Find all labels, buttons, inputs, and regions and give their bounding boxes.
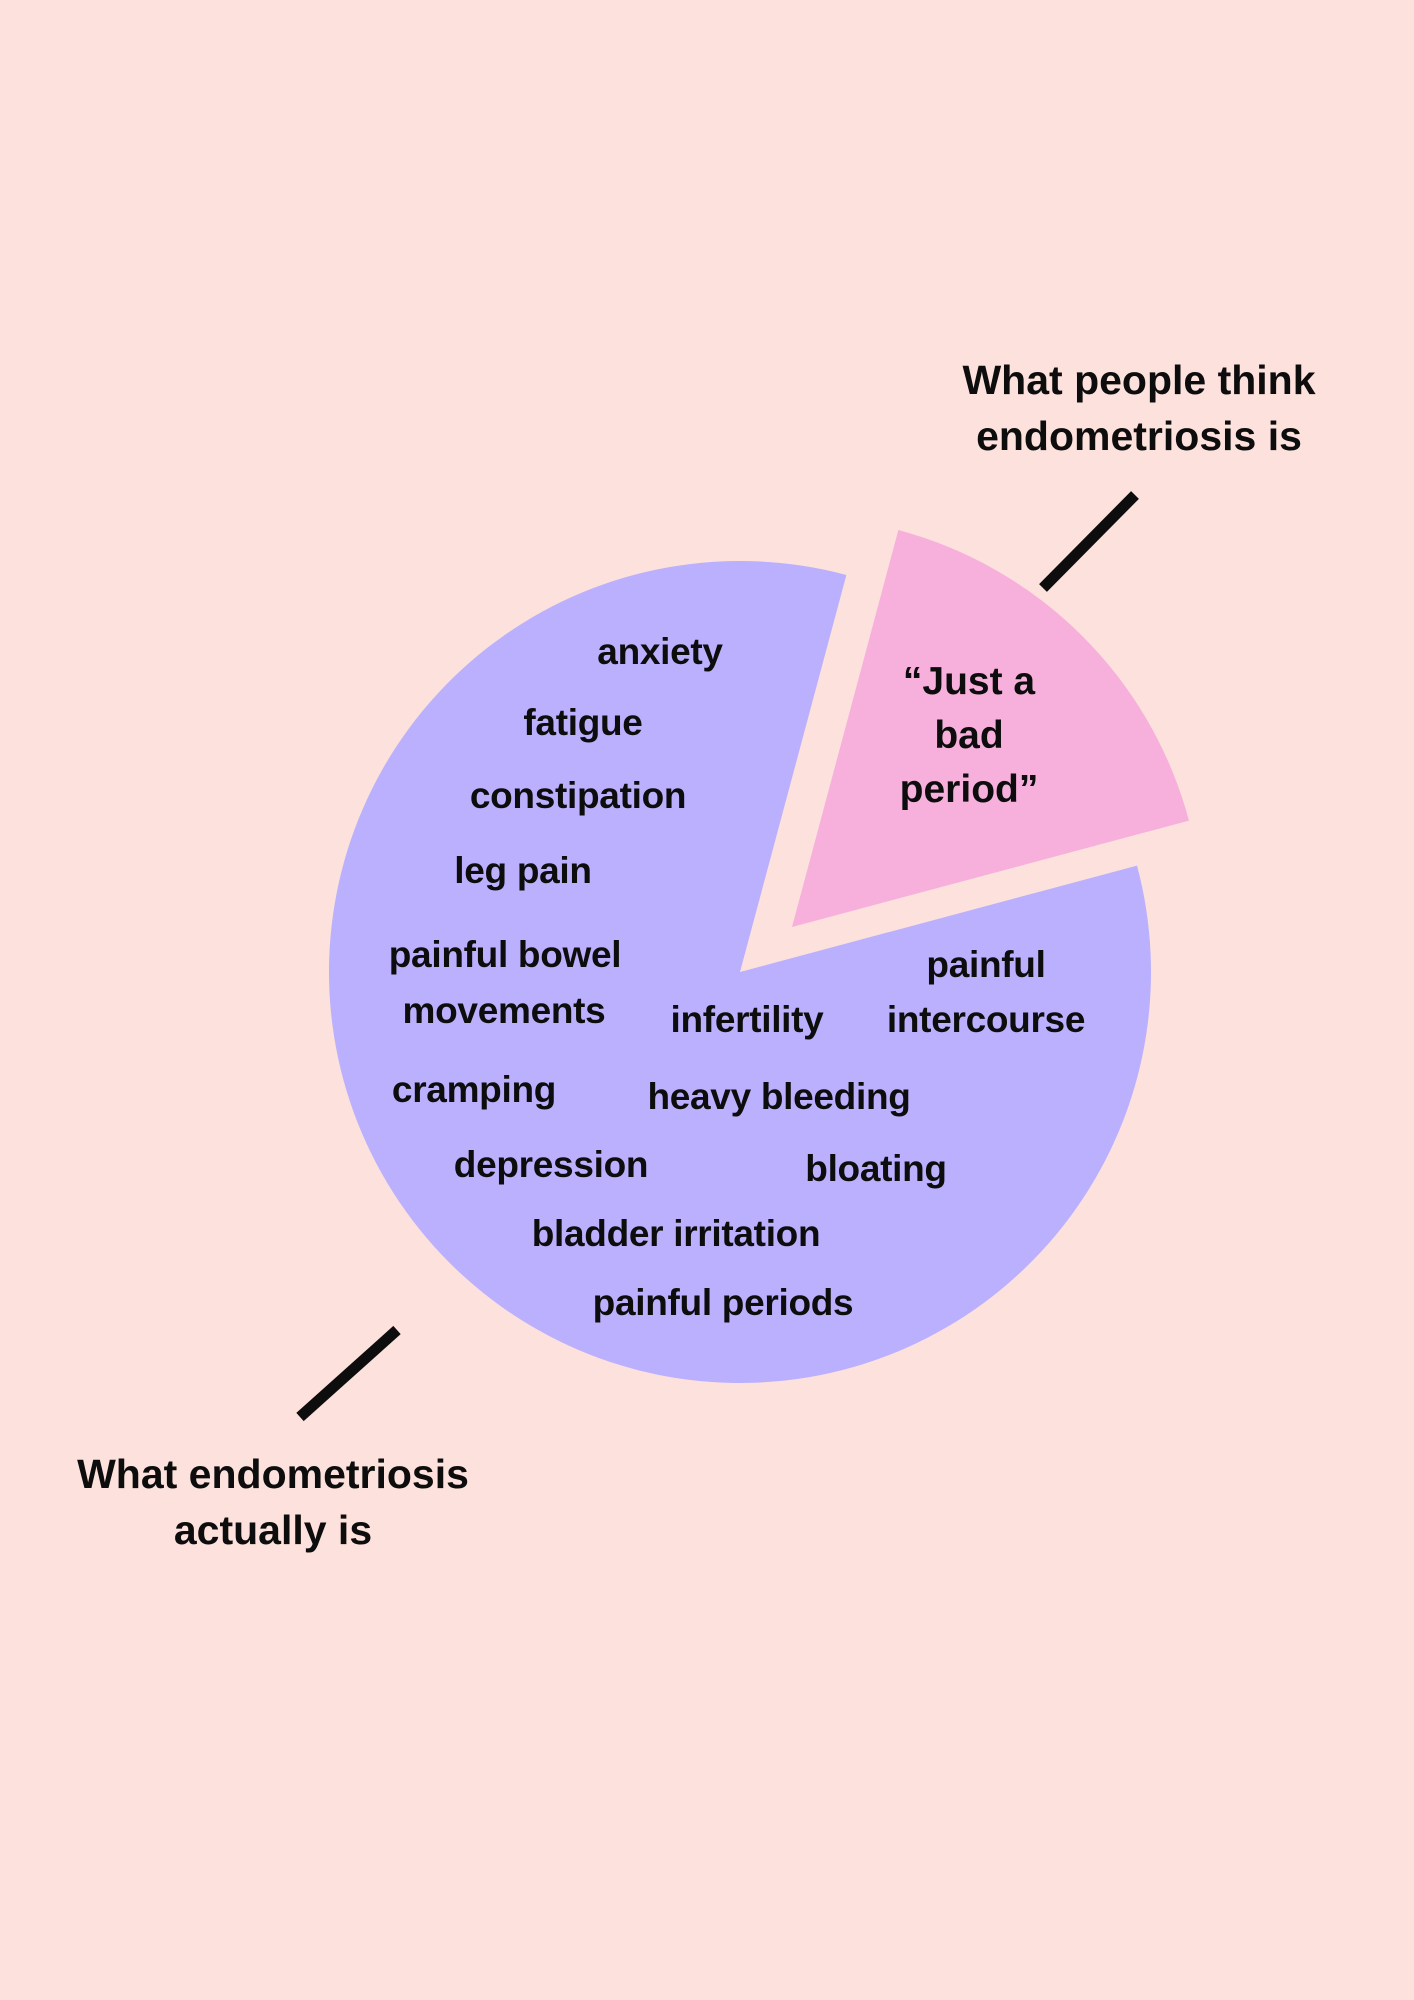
- slice-text-line: period”: [899, 768, 1039, 811]
- symptom-label: bladder irritation: [531, 1213, 821, 1254]
- symptom-label: fatigue: [523, 702, 643, 743]
- pie-slice-perceived: [792, 530, 1189, 927]
- symptom-label: painful periods: [592, 1282, 854, 1323]
- caption-line: endometriosis is: [976, 413, 1302, 459]
- perceived-pointer-line: [1039, 491, 1139, 592]
- symptom-label: heavy bleeding: [647, 1076, 911, 1117]
- actual-caption: What endometriosis actually is: [77, 1446, 469, 1558]
- perceived-caption: What people think endometriosis is: [962, 352, 1315, 464]
- slice-text-line: “Just a: [902, 660, 1036, 703]
- symptom-label: anxiety: [597, 631, 723, 672]
- symptom-label: constipation: [469, 775, 687, 816]
- pie-slice-actual: [328, 561, 1151, 1384]
- symptom-label: painful: [926, 944, 1046, 985]
- caption-line: What endometriosis: [77, 1451, 469, 1497]
- symptom-label: intercourse: [886, 999, 1086, 1040]
- symptom-label: depression: [453, 1144, 649, 1185]
- perceived-slice-text: “Just a bad period”: [900, 655, 1039, 817]
- symptom-label: bloating: [805, 1148, 947, 1189]
- symptom-label: cramping: [391, 1069, 557, 1110]
- symptom-label: movements: [402, 990, 606, 1031]
- slice-text-line: bad: [934, 714, 1004, 757]
- actual-pointer-line: [296, 1325, 401, 1422]
- caption-line: actually is: [173, 1507, 373, 1553]
- symptom-label: leg pain: [454, 850, 592, 891]
- caption-line: What people think: [962, 357, 1316, 403]
- symptom-label: painful bowel: [388, 934, 622, 975]
- symptom-label: infertility: [670, 999, 824, 1040]
